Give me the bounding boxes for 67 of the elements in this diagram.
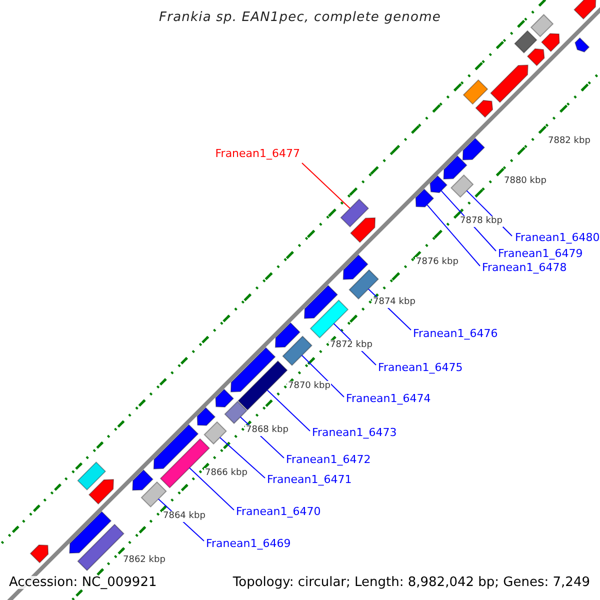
gene-feature [350, 217, 376, 243]
gene-feature [443, 155, 468, 180]
scale-label: 7864 kbp [162, 511, 206, 522]
gene-feature [490, 64, 528, 103]
gene-feature [274, 322, 300, 348]
gene-block [238, 360, 288, 411]
footer-text: Accession: NC_009921 [9, 576, 157, 589]
scale-label: 7866 kbp [204, 468, 248, 479]
gene-block [140, 481, 167, 508]
gene-label: Franean1_6475 [378, 362, 463, 373]
gene-feature [462, 138, 486, 160]
gene-block [450, 174, 474, 198]
gene-feature [430, 175, 448, 194]
gene-feature [153, 424, 199, 470]
gene-label: Franean1_6478 [482, 262, 567, 273]
leader-line [426, 204, 480, 266]
gene-feature [574, 0, 596, 20]
gene-block [282, 336, 312, 366]
leader-line [266, 390, 310, 432]
gene-block [310, 300, 349, 338]
scale-label: 7880 kbp [503, 176, 548, 187]
gene-feature [304, 284, 338, 319]
footer-text: Topology: circular; Length: 8,982,042 bp; Genes: 7,249 [232, 576, 590, 589]
scale-label: 7882 kbp [547, 136, 592, 147]
gene-feature [342, 254, 368, 280]
scale-label: 7872 kbp [329, 340, 374, 351]
gene-block [340, 198, 370, 228]
gene-block [77, 462, 106, 490]
gene-feature [415, 188, 434, 208]
scale-label: 7868 kbp [245, 425, 290, 436]
gene-label: Franean1_6471 [267, 474, 352, 485]
gene-feature [196, 407, 216, 426]
scale-label: 7870 kbp [287, 381, 332, 392]
gene-block [514, 30, 538, 54]
leader-line [189, 467, 234, 510]
gene-feature [88, 478, 114, 505]
gene-feature [69, 511, 112, 554]
gene-label: Franean1_6474 [346, 393, 431, 404]
gene-label: Franean1_6477 [215, 148, 300, 159]
gene-feature [132, 469, 154, 491]
gene-feature [215, 388, 234, 408]
gene-label: Franean1_6469 [206, 538, 291, 549]
leader-line [301, 354, 344, 398]
gene-label: Franean1_6470 [236, 506, 321, 517]
gene-block [204, 421, 227, 445]
leader-line [302, 162, 350, 209]
gene-feature [230, 347, 276, 392]
gene-feature [574, 37, 590, 52]
leader-line [219, 437, 266, 478]
gene-block [224, 400, 248, 424]
scale-label: 7874 kbp [372, 297, 416, 308]
gene-label: Franean1_6472 [286, 454, 371, 465]
gene-label: Franean1_6479 [498, 248, 583, 259]
gene-block [530, 14, 554, 38]
gene-feature [540, 33, 560, 52]
gene-label: Franean1_6476 [413, 328, 498, 339]
scale-label: 7878 kbp [459, 216, 504, 227]
gene-block [77, 524, 124, 572]
gene-feature [526, 48, 545, 66]
map-title: Frankia sp. EAN1pec, complete genome [158, 11, 442, 24]
gene-feature [30, 544, 49, 564]
gene-label: Franean1_6480 [515, 232, 600, 243]
scale-label: 7876 kbp [415, 257, 460, 268]
gene-label: Franean1_6473 [312, 427, 397, 438]
scale-label: 7862 kbp [122, 555, 166, 566]
gene-feature [475, 100, 494, 118]
gene-block [462, 79, 488, 105]
